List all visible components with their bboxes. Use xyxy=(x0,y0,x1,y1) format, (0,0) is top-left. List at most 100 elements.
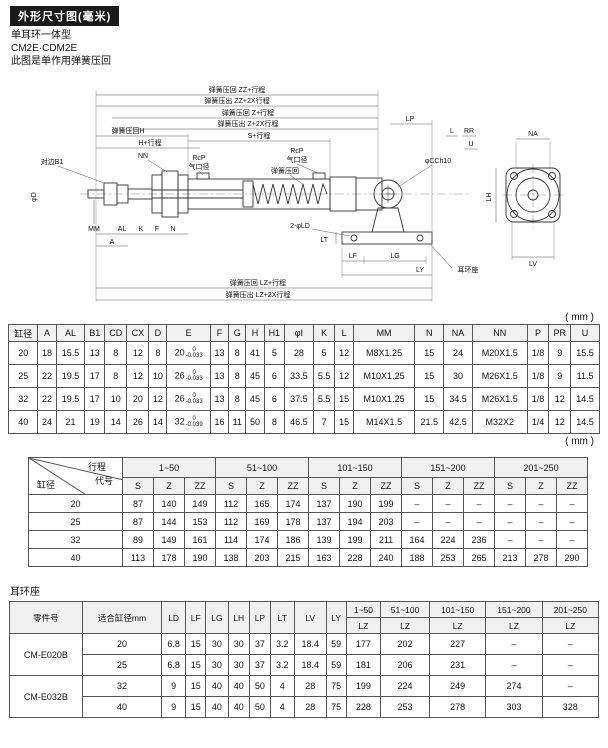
dim-label: 弹簧压回 ZZ+行程 xyxy=(209,85,266,94)
cell: 59 xyxy=(325,654,347,676)
cell: 30 xyxy=(205,654,229,676)
dimension-lines xyxy=(57,90,555,302)
cell: 203 xyxy=(370,512,402,531)
cell: 25 xyxy=(28,512,123,531)
cell: 24 xyxy=(443,341,473,365)
cell: – xyxy=(541,633,600,655)
cell: 19.5 xyxy=(55,387,86,411)
cell: M10X1.25 xyxy=(352,364,416,388)
cell: 290 xyxy=(556,548,588,567)
dim-label: U xyxy=(468,141,473,148)
column-header: LT xyxy=(269,601,295,634)
cell: 178 xyxy=(153,548,185,567)
column-header: LZ xyxy=(380,617,431,634)
cell: 5.5 xyxy=(312,364,336,388)
column-header: CX xyxy=(126,324,150,342)
cell: 144 xyxy=(153,512,185,531)
dim-label: 弹簧压回 LZ+行程 xyxy=(230,278,286,287)
cell: M20X1.5 xyxy=(471,341,528,365)
dim-label: RcP xyxy=(192,155,206,162)
cell: 10 xyxy=(104,387,128,411)
cell: 8 xyxy=(104,341,128,365)
column-group-header: 151~200 xyxy=(401,457,495,478)
cell: CM-E032B xyxy=(9,675,83,718)
cell: 21 xyxy=(55,410,86,434)
column-header: ZZ xyxy=(277,477,309,495)
column-group-header: 1~50 xyxy=(345,601,382,618)
cell: 19.5 xyxy=(55,364,86,388)
cell: 7 xyxy=(312,410,336,434)
cell: 12 xyxy=(126,341,150,365)
cell: 149 xyxy=(153,530,185,549)
cell: 278 xyxy=(525,548,557,567)
dim-label: F xyxy=(155,226,159,233)
dim-label: 对边B1 xyxy=(41,157,64,166)
cell: 33.5 xyxy=(283,364,314,388)
cell: 149 xyxy=(184,494,216,513)
cell: 12 xyxy=(548,387,572,411)
dim-label: 弹簧压回H xyxy=(111,126,144,135)
cell: 265 xyxy=(463,548,495,567)
cell: 165 xyxy=(246,494,278,513)
cell: – xyxy=(485,654,543,676)
column-header: LZ xyxy=(345,617,382,634)
dim-label: RcP xyxy=(290,148,304,155)
cell: 14.5 xyxy=(570,410,600,434)
cell: 13 xyxy=(209,341,230,365)
cell: 1/8 xyxy=(526,341,550,365)
column-header: PR xyxy=(548,324,572,342)
column-header: LZ xyxy=(541,617,600,634)
cell: 137 xyxy=(308,494,340,513)
cell: – xyxy=(463,494,495,513)
dim-label: LH xyxy=(486,193,493,202)
cell: M8X1.25 xyxy=(352,341,416,365)
column-header: Z xyxy=(432,477,464,495)
dim-label: 弹簧压出 LZ+2X行程 xyxy=(226,290,291,299)
dim-label: 弹簧压回 xyxy=(271,166,299,175)
diagonal-lines-icon xyxy=(29,458,122,494)
cell: 15 xyxy=(185,654,207,676)
cell: 15 xyxy=(185,696,207,718)
cell: 140 xyxy=(153,494,185,513)
cell: – xyxy=(432,494,464,513)
cell: – xyxy=(494,512,526,531)
dim-label: LY xyxy=(416,267,424,274)
dim-label: LV xyxy=(529,261,537,268)
cell: 12 xyxy=(548,410,572,434)
unit-label: ( mm ) xyxy=(565,436,594,447)
section-badge: 外形尺寸图(毫米) xyxy=(10,6,120,26)
cell: 13 xyxy=(209,364,230,388)
column-header: MM xyxy=(352,324,416,342)
centerlines xyxy=(80,164,563,228)
cell: M10X1.25 xyxy=(352,387,416,411)
dim-label: K xyxy=(139,226,144,233)
cell: 15 xyxy=(334,387,354,411)
cell: 211 xyxy=(370,530,402,549)
cell: 40 xyxy=(227,696,251,718)
cell: – xyxy=(494,494,526,513)
cell: 227 xyxy=(429,633,487,655)
column-header: B1 xyxy=(84,324,106,342)
cell: – xyxy=(541,675,600,697)
column-header: LG xyxy=(205,601,229,634)
cell: – xyxy=(401,494,433,513)
cell: 41 xyxy=(245,341,265,365)
dim-label: 2-φLD xyxy=(290,223,310,230)
dim-label: LG xyxy=(390,253,399,260)
cell: 9 xyxy=(161,696,187,718)
cell: 15 xyxy=(334,410,354,434)
cell: – xyxy=(525,512,557,531)
cell: 16 xyxy=(209,410,230,434)
column-header: A xyxy=(37,324,57,342)
cell: 1/4 xyxy=(526,410,550,434)
column-header: E xyxy=(166,324,211,342)
